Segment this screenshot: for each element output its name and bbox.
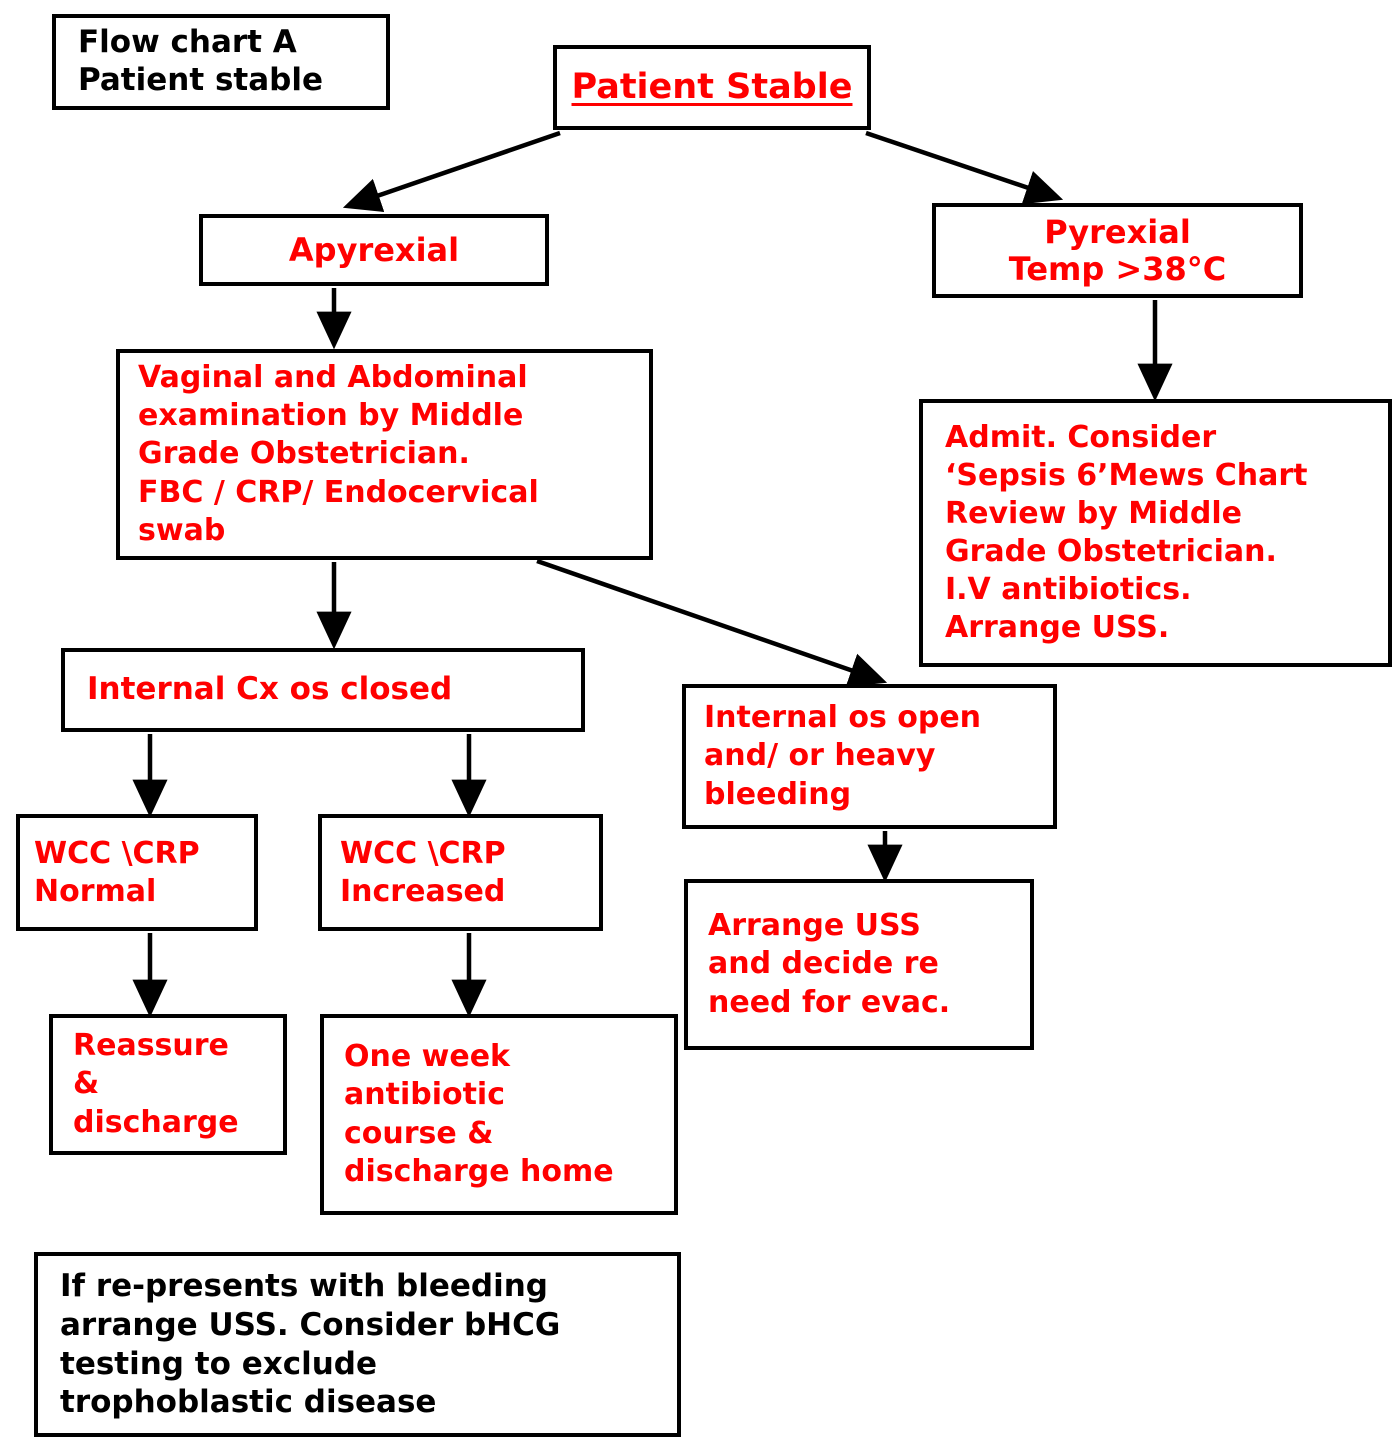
node-examination-investigations-label: Vaginal and Abdominal examination by Mid…: [138, 360, 539, 548]
node-flowchart-title: Flow chart A Patient stable: [52, 14, 390, 110]
edge-patient-stable-to-apyrexial: [342, 130, 561, 213]
node-wcc-crp-increased-label: WCC \CRP Increased: [340, 836, 506, 909]
node-patient-stable[interactable]: Patient Stable: [553, 45, 871, 130]
node-internal-os-open-label: Internal os open and/ or heavy bleeding: [704, 700, 982, 812]
node-pyrexial-label: Pyrexial Temp >38°C: [1008, 213, 1227, 288]
node-apyrexial-label: Apyrexial: [288, 230, 460, 269]
node-pyrexial[interactable]: Pyrexial Temp >38°C: [932, 203, 1303, 298]
node-flowchart-title-label: Flow chart A Patient stable: [78, 24, 323, 98]
node-internal-os-closed[interactable]: Internal Cx os closed: [61, 648, 585, 732]
node-if-represents-bleeding-label: If re-presents with bleeding arrange USS…: [60, 1268, 561, 1421]
node-arrange-uss-decide-evac-label: Arrange USS and decide re need for evac.: [708, 908, 951, 1020]
node-internal-os-closed-label: Internal Cx os closed: [87, 671, 453, 708]
node-admit-sepsis-six-label: Admit. Consider ‘Sepsis 6’Mews Chart Rev…: [945, 419, 1308, 646]
node-reassure-discharge[interactable]: Reassure & discharge: [49, 1014, 287, 1155]
node-internal-os-open[interactable]: Internal os open and/ or heavy bleeding: [682, 684, 1057, 829]
node-one-week-antibiotic-label: One week antibiotic course & discharge h…: [344, 1039, 614, 1189]
node-apyrexial[interactable]: Apyrexial: [199, 214, 549, 286]
node-patient-stable-label: Patient Stable: [571, 66, 853, 107]
node-examination-investigations[interactable]: Vaginal and Abdominal examination by Mid…: [116, 349, 653, 560]
node-if-represents-bleeding[interactable]: If re-presents with bleeding arrange USS…: [34, 1252, 681, 1437]
node-wcc-crp-increased[interactable]: WCC \CRP Increased: [318, 814, 603, 931]
node-arrange-uss-decide-evac[interactable]: Arrange USS and decide re need for evac.: [684, 879, 1034, 1050]
node-reassure-discharge-label: Reassure & discharge: [73, 1028, 239, 1140]
node-wcc-crp-normal[interactable]: WCC \CRP Normal: [16, 814, 258, 931]
node-one-week-antibiotic[interactable]: One week antibiotic course & discharge h…: [320, 1014, 678, 1215]
node-wcc-crp-normal-label: WCC \CRP Normal: [34, 836, 200, 909]
edge-exam-to-os-open: [536, 558, 888, 687]
edge-patient-stable-to-pyrexial: [865, 130, 1064, 205]
node-admit-sepsis-six[interactable]: Admit. Consider ‘Sepsis 6’Mews Chart Rev…: [919, 399, 1392, 667]
